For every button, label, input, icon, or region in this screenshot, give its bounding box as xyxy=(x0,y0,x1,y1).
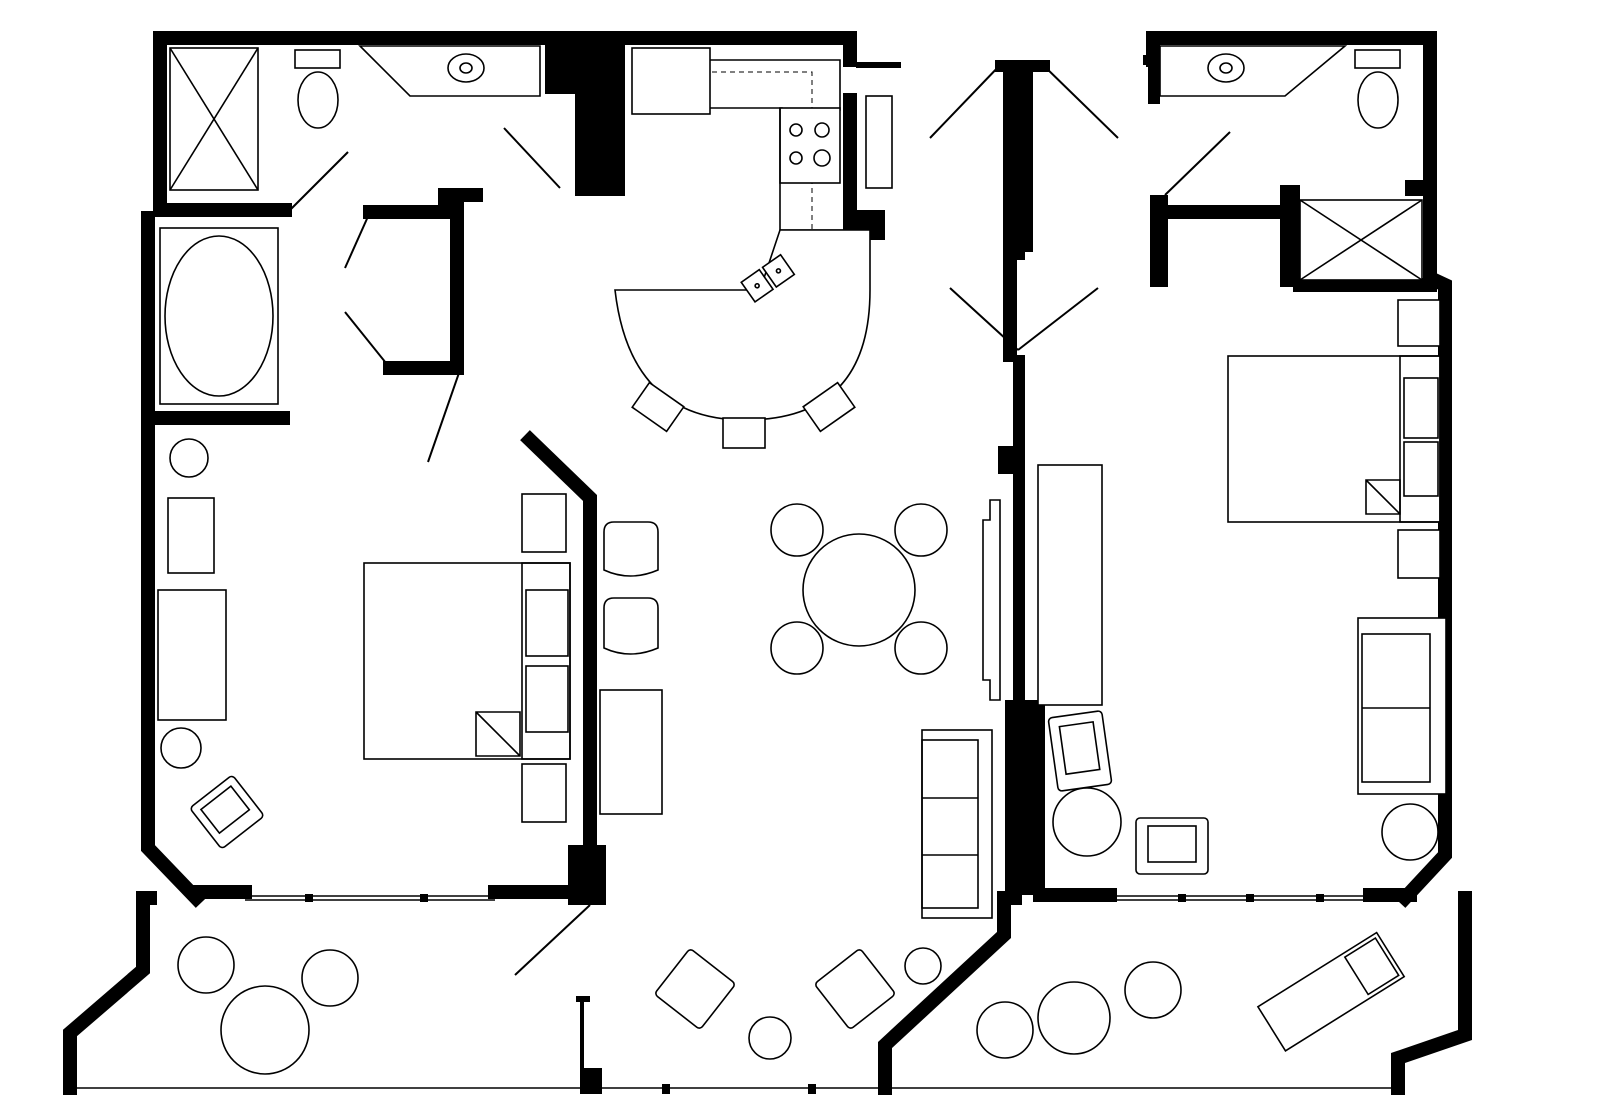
side-table xyxy=(169,438,209,478)
refrigerator xyxy=(631,47,711,115)
sofa xyxy=(921,729,993,919)
second-bathroom xyxy=(1159,45,1423,281)
sofa xyxy=(1357,617,1447,795)
interior-walls xyxy=(141,188,1437,902)
armchair-icon xyxy=(1135,817,1209,875)
master-bathroom xyxy=(159,45,561,405)
dresser xyxy=(167,497,215,574)
shower-stall xyxy=(169,47,259,191)
patio-table xyxy=(1037,981,1111,1055)
side-table xyxy=(160,727,202,769)
exterior-walls xyxy=(63,31,1472,1095)
nightstand xyxy=(1397,299,1441,347)
patio-chair-icon xyxy=(815,949,895,1029)
wall-blocks xyxy=(545,38,1427,1094)
stove xyxy=(779,107,841,184)
toilet-icon xyxy=(1354,49,1401,129)
counter-appliance xyxy=(865,95,893,189)
bathtub xyxy=(159,227,279,405)
side-table xyxy=(1052,787,1122,857)
patio-chair-icon xyxy=(1124,961,1182,1019)
master-bedroom xyxy=(157,438,571,849)
second-bedroom xyxy=(1037,299,1447,875)
side-table xyxy=(1381,803,1439,861)
kitchen xyxy=(614,47,893,449)
patio-table xyxy=(220,985,310,1075)
armchair-icon xyxy=(190,775,264,849)
balcony-glazing xyxy=(70,894,1398,1094)
dresser xyxy=(1037,464,1103,706)
accent-chair-icon xyxy=(603,521,659,655)
bar-stool xyxy=(631,381,685,433)
side-table xyxy=(748,1016,792,1060)
console-table xyxy=(599,689,663,815)
bed xyxy=(1227,355,1441,523)
bar-stool xyxy=(802,381,856,433)
toilet-icon xyxy=(294,49,341,129)
nightstand xyxy=(521,763,567,823)
patio-chair-icon xyxy=(655,949,735,1029)
nightstand xyxy=(1397,529,1441,579)
closet xyxy=(344,211,461,463)
lounge-chair-icon xyxy=(1256,931,1406,1052)
dining-table xyxy=(802,533,916,647)
balcony-left xyxy=(177,936,359,1075)
side-table xyxy=(904,947,942,985)
living-dining-room xyxy=(599,499,1001,919)
entry-doors xyxy=(929,61,1119,351)
balcony-center xyxy=(655,947,942,1060)
patio-chair-icon xyxy=(301,949,359,1007)
dining-chair-icon xyxy=(770,503,948,675)
bar-stool xyxy=(722,417,766,449)
balcony-right xyxy=(976,931,1406,1059)
chest xyxy=(157,589,227,721)
vanity-sink xyxy=(358,45,541,97)
nightstand xyxy=(521,493,567,553)
patio-chair-icon xyxy=(177,936,235,994)
bed xyxy=(363,562,571,760)
armchair-icon xyxy=(1047,710,1113,792)
vanity-sink xyxy=(1159,45,1348,97)
shower-stall xyxy=(1299,199,1423,281)
patio-chair-icon xyxy=(976,1001,1034,1059)
